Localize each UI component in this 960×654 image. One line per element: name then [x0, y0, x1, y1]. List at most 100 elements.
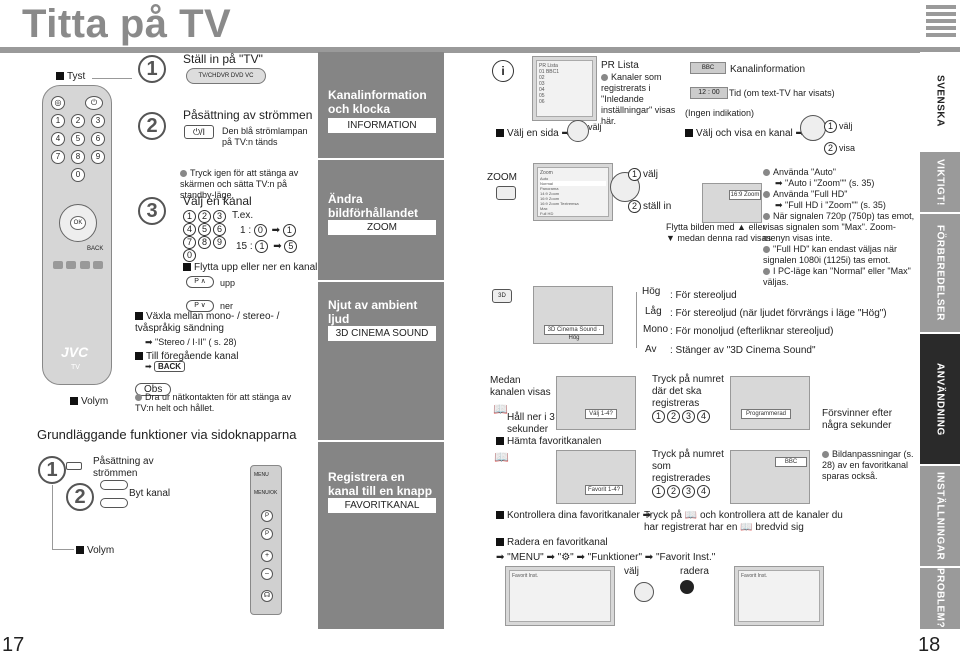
key-6: 6 — [91, 132, 105, 146]
back-button-icon: BACK — [87, 246, 104, 252]
ok-button-icon: OK — [70, 216, 86, 230]
zoom-preview-screen: 16:9 Zoom — [702, 183, 762, 223]
tab-problem[interactable]: PROBLEM? — [920, 568, 960, 629]
channel-up-icon: P ∧ — [186, 276, 214, 288]
example-2: 15 : 1 ➡ 5 — [236, 240, 299, 253]
sound-mono: Mono — [643, 324, 669, 335]
mute-button-icon: ◎ — [51, 96, 65, 110]
header-bar — [0, 47, 960, 53]
section-band: Kanalinformation och klocka INFORMATION … — [318, 52, 444, 629]
obs-text: Dra ur nätkontakten för att stänga av TV… — [135, 392, 292, 413]
fav-hall: Håll ner i 3 sekunder — [507, 412, 555, 435]
zoom-button-label: ZOOM — [487, 172, 517, 183]
step-1-badge: 1 — [138, 55, 166, 83]
tab-anvandning[interactable]: ANVÄNDNING — [920, 334, 960, 464]
example-label: T.ex. — [232, 210, 254, 221]
mode-selector-icon: TV/CHDVR DVD VC — [186, 68, 266, 84]
back-button: ➡ BACK — [145, 361, 186, 372]
tyst-label: Tyst — [56, 71, 85, 83]
side-power-key-icon — [66, 462, 82, 470]
step2-note: Den blå strömlampan på TV:n tänds — [222, 126, 308, 147]
key-9: 9 — [91, 150, 105, 164]
sound-screen: 3D Cinema Sound · Hög — [533, 286, 613, 344]
book-icon-2: 📖 — [494, 450, 509, 464]
clock-box: 12 : 00 — [690, 87, 728, 99]
fav-medan: Medan kanalen visas — [490, 375, 551, 398]
fav-menu-path: ➡ "MENU" ➡ "⚙" ➡ "Funktioner" ➡ "Favorit… — [496, 552, 716, 563]
sound-hog: Hög — [642, 286, 661, 297]
section-info-box: INFORMATION — [328, 118, 436, 133]
side-step-2-badge: 2 — [66, 483, 94, 511]
section-zoom-box: ZOOM — [328, 220, 436, 235]
fav-tryck-pa: Tryck på 📖 och kontrollera att de kanale… — [644, 510, 843, 533]
side-power-label: Påsättning av strömmen — [93, 456, 154, 479]
valj-visa-label: Välj och visa en kanal ➡ — [685, 128, 804, 140]
page-number-right: 18 — [918, 634, 941, 654]
tid-label: Tid (om text-TV har visats) — [729, 88, 835, 98]
side-volym-label: Volym — [76, 545, 114, 557]
fav-inst-screen-2: Favorit Inst. — [734, 566, 824, 626]
sound-av: Av — [645, 344, 657, 355]
step2-title: Påsättning av strömmen — [183, 108, 313, 122]
zoom-menu-screen: Zoom Auto Normal Panorama 14:9 Zoom 16:9… — [533, 163, 613, 221]
dpad-ok-icon — [800, 115, 826, 141]
key-5: 5 — [71, 132, 85, 146]
standby-note: Tryck igen för att stänga av skärmen och… — [180, 168, 299, 200]
valj-sida-label: Välj en sida ➡ — [496, 128, 570, 140]
headphone-icon: ☊ — [261, 590, 273, 602]
side-ch-up-icon — [100, 480, 128, 490]
tab-forberedelser[interactable]: FÖRBEREDELSER — [920, 214, 960, 332]
dpad-small-icon — [567, 120, 589, 142]
sound-lag-desc: : För stereoljud (när ljudet förvrängs i… — [670, 308, 887, 319]
remote-illustration: ◎ ⏻ 1 2 3 4 5 6 7 8 9 0 OK BACK JVC TV — [42, 85, 112, 385]
section-sound-title: Njut av ambient ljud — [328, 298, 418, 326]
volym-label: Volym — [70, 396, 108, 408]
fav-bildpass: Bildanpassningar (s. 28) av en favoritka… — [822, 449, 914, 481]
zoom-flytta-text: Flytta bilden med ▲ eller ▼ medan denna … — [666, 222, 771, 243]
book-icon: 📖 — [493, 402, 508, 416]
prev-channel-title: Till föregående kanal — [135, 351, 238, 363]
side-tabs: SVENSKA VIKTIGT! FÖRBEREDELSER ANVÄNDNIN… — [920, 52, 960, 629]
move-channel-title: Flytta upp eller ner en kanal — [183, 262, 317, 274]
ingen-label: (Ingen indikation) — [685, 108, 755, 118]
obs-badge: Obs — [135, 379, 172, 397]
tab-installningar[interactable]: INSTÄLLNINGAR — [920, 466, 960, 566]
tab-svenska[interactable]: SVENSKA — [920, 52, 960, 150]
sound-mono-desc: : För monoljud (efterliknar stereoljud) — [670, 326, 834, 337]
key-7: 7 — [51, 150, 65, 164]
section-fav-box: FAVORITKANAL — [328, 498, 436, 513]
page-number-left: 17 — [2, 634, 25, 654]
side-channel-label: Byt kanal — [129, 488, 171, 499]
zoom-notes: Använda "Auto" ➡ "Auto i "Zoom"" (s. 35)… — [763, 167, 915, 287]
fav-channel-screen: BBC — [730, 450, 810, 504]
key-1: 1 — [51, 114, 65, 128]
fav-tryck-num: Tryck på numret som registrerades — [652, 449, 724, 484]
side-buttons-title: Grundläggande funktioner via sidoknappar… — [37, 427, 297, 442]
dpad-icon — [59, 204, 97, 242]
step-2-badge: 2 — [138, 112, 166, 140]
key-3: 3 — [91, 114, 105, 128]
fav-hamta-title: Hämta favoritkanalen — [496, 436, 602, 448]
power-key-icon: ⏻/I — [184, 125, 214, 139]
section-info-title: Kanalinformation och klocka — [328, 88, 427, 116]
fav-radera-title: Radera en favoritkanal — [496, 537, 608, 549]
remote-tv-label: TV — [71, 364, 80, 371]
side-panel-illustration: MENU MENU/OK P P + – ☊ — [250, 465, 282, 615]
mono-stereo-title: Växla mellan mono- / stereo- / tvåspråki… — [135, 311, 280, 334]
fav-kontrollera: Kontrollera dina favoritkanaler ➡ — [496, 510, 651, 522]
cinema-sound-key-icon: 3D — [492, 289, 512, 303]
key-4: 4 — [51, 132, 65, 146]
fav-recall-screen: Favorit 1-4? — [556, 450, 636, 504]
tab-viktigt[interactable]: VIKTIGT! — [920, 152, 960, 212]
page-title: Titta på TV — [22, 2, 232, 46]
select-channel-title: Välj en kanal — [183, 194, 252, 208]
header-stripes — [926, 5, 956, 40]
pr-lista-screen: PR Lista 01 BBC1 02 03 04 05 06 — [532, 56, 597, 121]
key-2: 2 — [71, 114, 85, 128]
fav-tryck-reg: Tryck på numret där det ska registreras — [652, 374, 724, 409]
